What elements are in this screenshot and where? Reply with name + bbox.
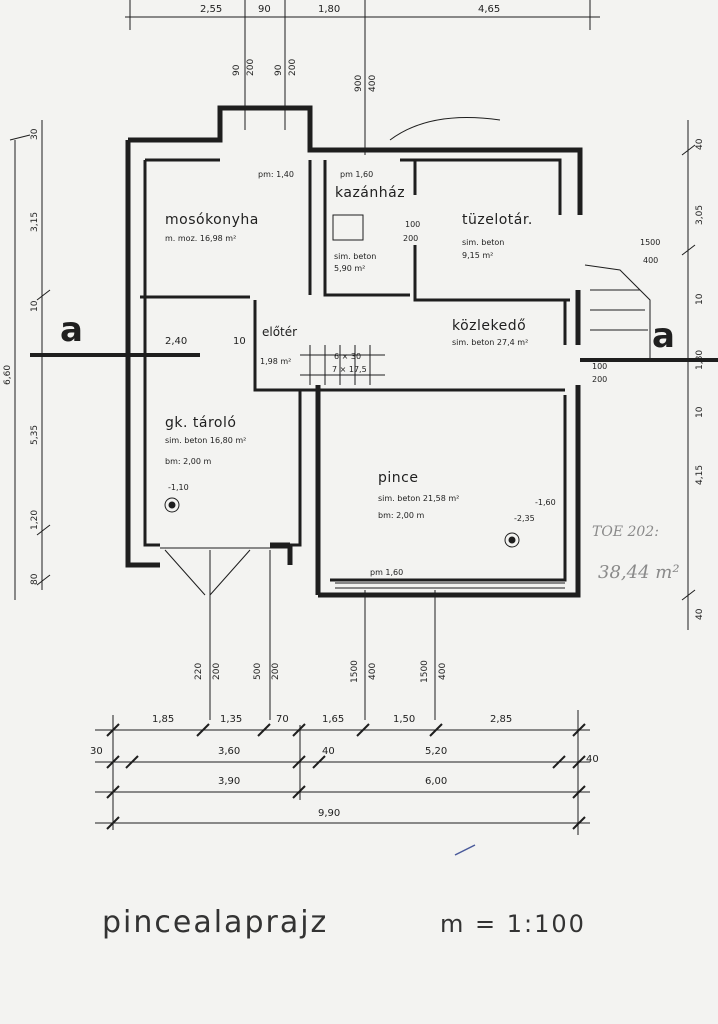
bottom-dim: 1,35 bbox=[220, 714, 243, 725]
room-gk-tarolo-name: gk. tároló bbox=[165, 415, 237, 431]
top-dim: 90 bbox=[258, 4, 271, 15]
room-pince-info: sim. beton 21,58 m² bbox=[378, 494, 460, 503]
room-pince-name: pince bbox=[378, 470, 419, 486]
bottom-dim: 3,90 bbox=[218, 776, 241, 787]
handwritten-note: TOE 202: bbox=[592, 524, 659, 540]
bottom-dim: 1,65 bbox=[322, 714, 345, 725]
room-kazanhaz-area: 5,90 m² bbox=[334, 264, 366, 273]
left-dim: 10 bbox=[30, 300, 40, 312]
section-mark-a-left: a bbox=[60, 310, 83, 350]
opening-dim: 90 bbox=[232, 64, 242, 76]
opening-dim: 400 bbox=[368, 74, 378, 92]
opening-dim: 220 bbox=[194, 662, 204, 680]
pince-sill: pm 1,60 bbox=[370, 568, 404, 577]
bottom-dim: 6,00 bbox=[425, 776, 448, 787]
opening-dim: 900 bbox=[354, 74, 364, 92]
stairs-count-2: 7 × 17,5 bbox=[332, 365, 367, 374]
top-dim: 1,80 bbox=[318, 4, 341, 15]
room-pince-height: bm: 2,00 m bbox=[378, 511, 425, 520]
bottom-dim: 2,85 bbox=[490, 714, 513, 725]
opening-dim: 500 bbox=[253, 662, 263, 680]
window-dim-bottom: 400 bbox=[643, 256, 659, 265]
left-dim: 30 bbox=[30, 128, 40, 140]
right-dim: 10 bbox=[695, 293, 705, 305]
level-mark: -1,60 bbox=[535, 498, 556, 507]
bottom-dim: 3,60 bbox=[218, 746, 241, 757]
plan-scale: m = 1:100 bbox=[440, 910, 586, 938]
room-gk-tarolo-info: sim. beton 16,80 m² bbox=[165, 436, 247, 445]
opening-dim: 400 bbox=[438, 662, 448, 680]
room-mosokonyha-name: mosókonyha bbox=[165, 212, 259, 228]
room-tuzelotar-floor: sim. beton bbox=[462, 238, 505, 247]
bottom-dim: 70 bbox=[276, 714, 289, 725]
kazanhaz-door-top: 100 bbox=[405, 220, 421, 229]
inner-dim: 2,40 bbox=[165, 336, 188, 347]
level-mark: -2,35 bbox=[514, 514, 535, 523]
plan-title: pincealaprajz bbox=[102, 905, 329, 940]
room-tuzelotar-area: 9,15 m² bbox=[462, 251, 494, 260]
room-kazanhaz-floor: sim. beton bbox=[334, 252, 377, 261]
right-dim: 40 bbox=[695, 608, 705, 620]
bottom-dim: 1,85 bbox=[152, 714, 175, 725]
left-dim: 3,15 bbox=[30, 211, 40, 232]
opening-dim: 1500 bbox=[350, 660, 360, 683]
right-dim: 3,05 bbox=[695, 204, 705, 225]
top-dim: 4,65 bbox=[478, 4, 501, 15]
opening-dim: 200 bbox=[271, 662, 281, 680]
room-kozlekedo-name: közlekedő bbox=[452, 318, 527, 334]
door-dim-bottom: 200 bbox=[592, 375, 608, 384]
level-mark: -1,10 bbox=[168, 483, 189, 492]
window-dim-top: 1500 bbox=[640, 238, 661, 247]
opening-dim: 200 bbox=[246, 58, 256, 76]
right-dim: 10 bbox=[695, 406, 705, 418]
kazanhaz-door-bottom: 200 bbox=[403, 234, 419, 243]
top-dim: 2,55 bbox=[200, 4, 223, 15]
room-gk-tarolo-height: bm: 2,00 m bbox=[165, 457, 212, 466]
bottom-dim: 40 bbox=[586, 754, 599, 765]
bottom-dim: 30 bbox=[90, 746, 103, 757]
handwritten-area: 38,44 m² bbox=[598, 562, 680, 583]
left-dim: 5,35 bbox=[30, 424, 40, 445]
opening-dim: 400 bbox=[368, 662, 378, 680]
room-eloter-area: 1,98 m² bbox=[260, 357, 292, 366]
door-dim-top: 100 bbox=[592, 362, 608, 371]
room-kazanhaz-name: kazánház bbox=[335, 185, 406, 201]
room-kozlekedo-info: sim. beton 27,4 m² bbox=[452, 338, 529, 347]
right-dim: 4,15 bbox=[695, 464, 705, 485]
section-mark-a-right: a bbox=[652, 316, 675, 356]
opening-dim: 200 bbox=[212, 662, 222, 680]
opening-dim: 1500 bbox=[420, 660, 430, 683]
opening-dim: 90 bbox=[274, 64, 284, 76]
left-dim: 80 bbox=[30, 573, 40, 585]
left-dim: 1,20 bbox=[30, 509, 40, 530]
kazanhaz-sill: pm 1,60 bbox=[340, 170, 374, 179]
bottom-dim: 9,90 bbox=[318, 808, 341, 819]
opening-dim: 200 bbox=[288, 58, 298, 76]
inner-dim: 10 bbox=[233, 336, 246, 347]
stairs-count-1: 6 × 30 bbox=[334, 352, 362, 361]
right-dim: 1,80 bbox=[695, 349, 705, 370]
bottom-dim: 1,50 bbox=[393, 714, 416, 725]
room-eloter-name: előtér bbox=[262, 325, 298, 339]
bottom-dim: 5,20 bbox=[425, 746, 448, 757]
bottom-dim: 40 bbox=[322, 746, 335, 757]
left-dim: 6,60 bbox=[3, 364, 13, 385]
mosokonyha-sill: pm: 1,40 bbox=[258, 170, 294, 179]
room-mosokonyha-info: m. moz. 16,98 m² bbox=[165, 234, 237, 243]
room-tuzelotar-name: tüzelotár. bbox=[462, 212, 533, 228]
right-dim: 40 bbox=[695, 138, 705, 150]
